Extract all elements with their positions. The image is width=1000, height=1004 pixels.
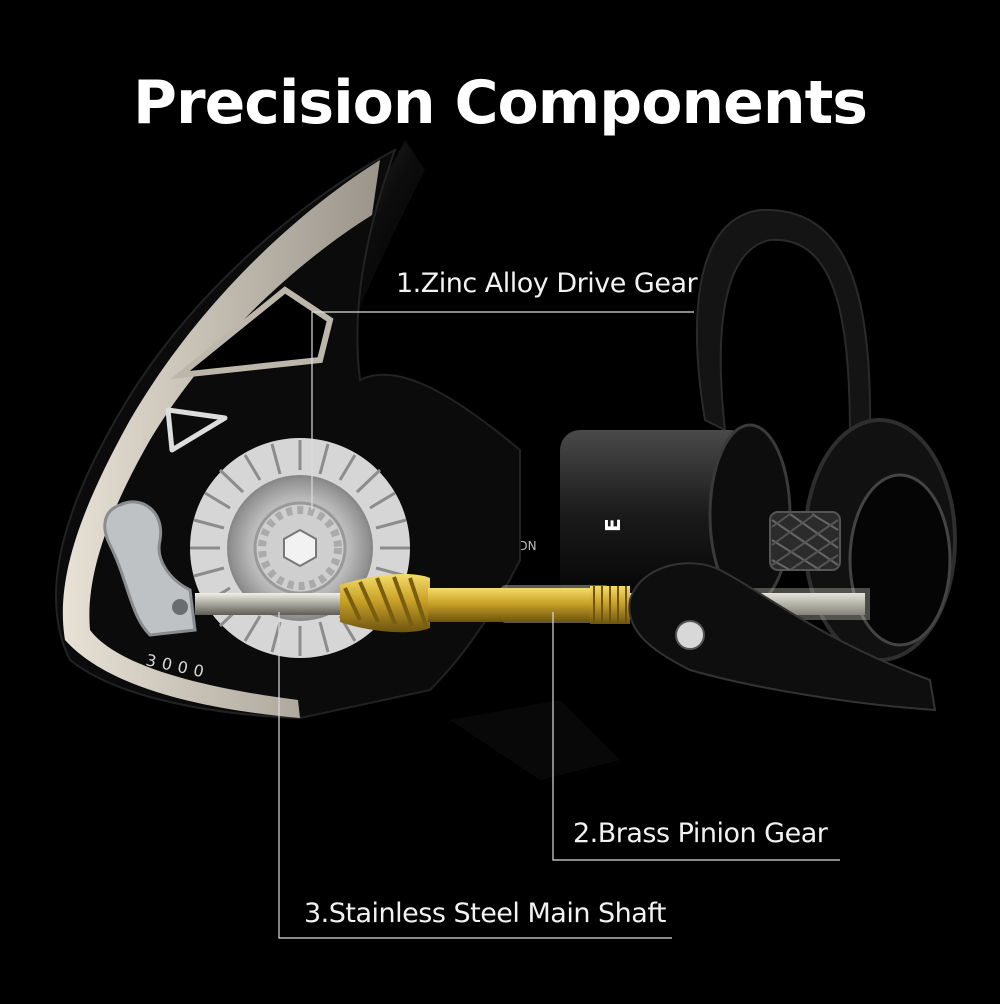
rotor-arm	[628, 562, 937, 712]
page-title: Precision Components	[133, 68, 868, 138]
pinion-gear	[340, 574, 630, 633]
bail-arm	[696, 208, 872, 447]
callout-main-shaft: 3.Stainless Steel Main Shaft	[304, 898, 666, 929]
leader-line-3	[278, 612, 672, 939]
callout-leaders	[278, 311, 840, 939]
leader-line-2	[552, 612, 840, 861]
spool: E RDN	[510, 418, 957, 662]
leader-line-1	[311, 311, 694, 510]
svg-text:E: E	[601, 518, 625, 532]
callout-pinion-gear: 2.Brass Pinion Gear	[573, 818, 828, 849]
handle-knob	[103, 500, 197, 637]
callout-drive-gear: 1.Zinc Alloy Drive Gear	[396, 268, 698, 299]
